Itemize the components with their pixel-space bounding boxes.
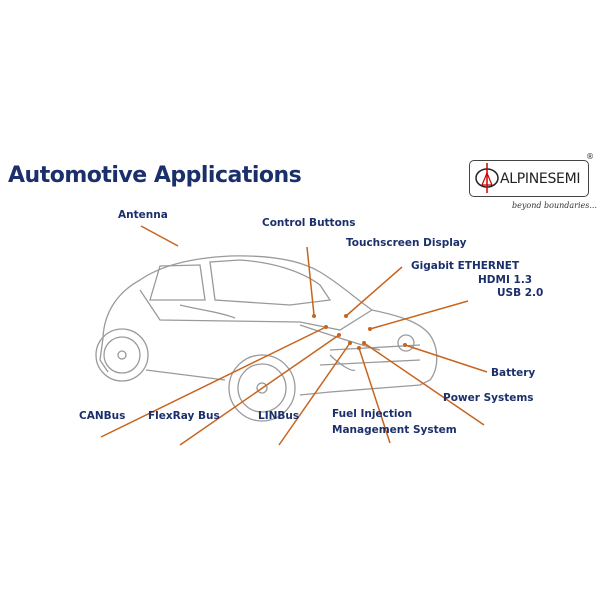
linbus-pointer [278, 342, 351, 446]
pointer-lines [100, 225, 488, 446]
label-canbus: CANBus [79, 410, 126, 422]
label-touchscreen: Touchscreen Display [346, 237, 467, 249]
fuel-pointer [358, 347, 391, 444]
rear-wheel [95, 328, 149, 382]
touchscreen-pointer [345, 266, 403, 317]
label-fuel-injection: Fuel Injection [332, 408, 413, 420]
label-power-systems: Power Systems [443, 392, 534, 404]
label-linbus: LINBus [258, 410, 300, 422]
antenna-pointer [140, 225, 179, 247]
label-battery: Battery [491, 367, 536, 379]
label-usb: USB 2.0 [497, 287, 544, 299]
label-management-system: Management System [332, 424, 457, 436]
front-wheel [228, 354, 296, 422]
registered-mark: ® [586, 152, 594, 161]
logo-mark-icon [475, 163, 499, 193]
logo-text: ALPINESEMI [500, 170, 581, 187]
pointer-dots [312, 314, 407, 350]
alpinesemi-logo: ALPINESEMI [469, 160, 589, 197]
canbus-pointer [100, 326, 327, 438]
control-buttons-pointer [306, 246, 315, 316]
label-hdmi: HDMI 1.3 [478, 274, 533, 286]
logo-tagline: beyond boundaries... [512, 201, 597, 210]
label-control-buttons: Control Buttons [262, 217, 356, 229]
flexray-pointer [179, 334, 340, 446]
battery-pointer [404, 344, 488, 373]
label-antenna: Antenna [118, 209, 168, 221]
power-pointer [363, 342, 485, 426]
label-gigabit: Gigabit ETHERNET [411, 260, 520, 272]
page-title: Automotive Applications [8, 163, 302, 188]
label-flexray: FlexRay Bus [148, 410, 220, 422]
gigabit-pointer [369, 300, 469, 330]
car-outline [99, 255, 438, 396]
